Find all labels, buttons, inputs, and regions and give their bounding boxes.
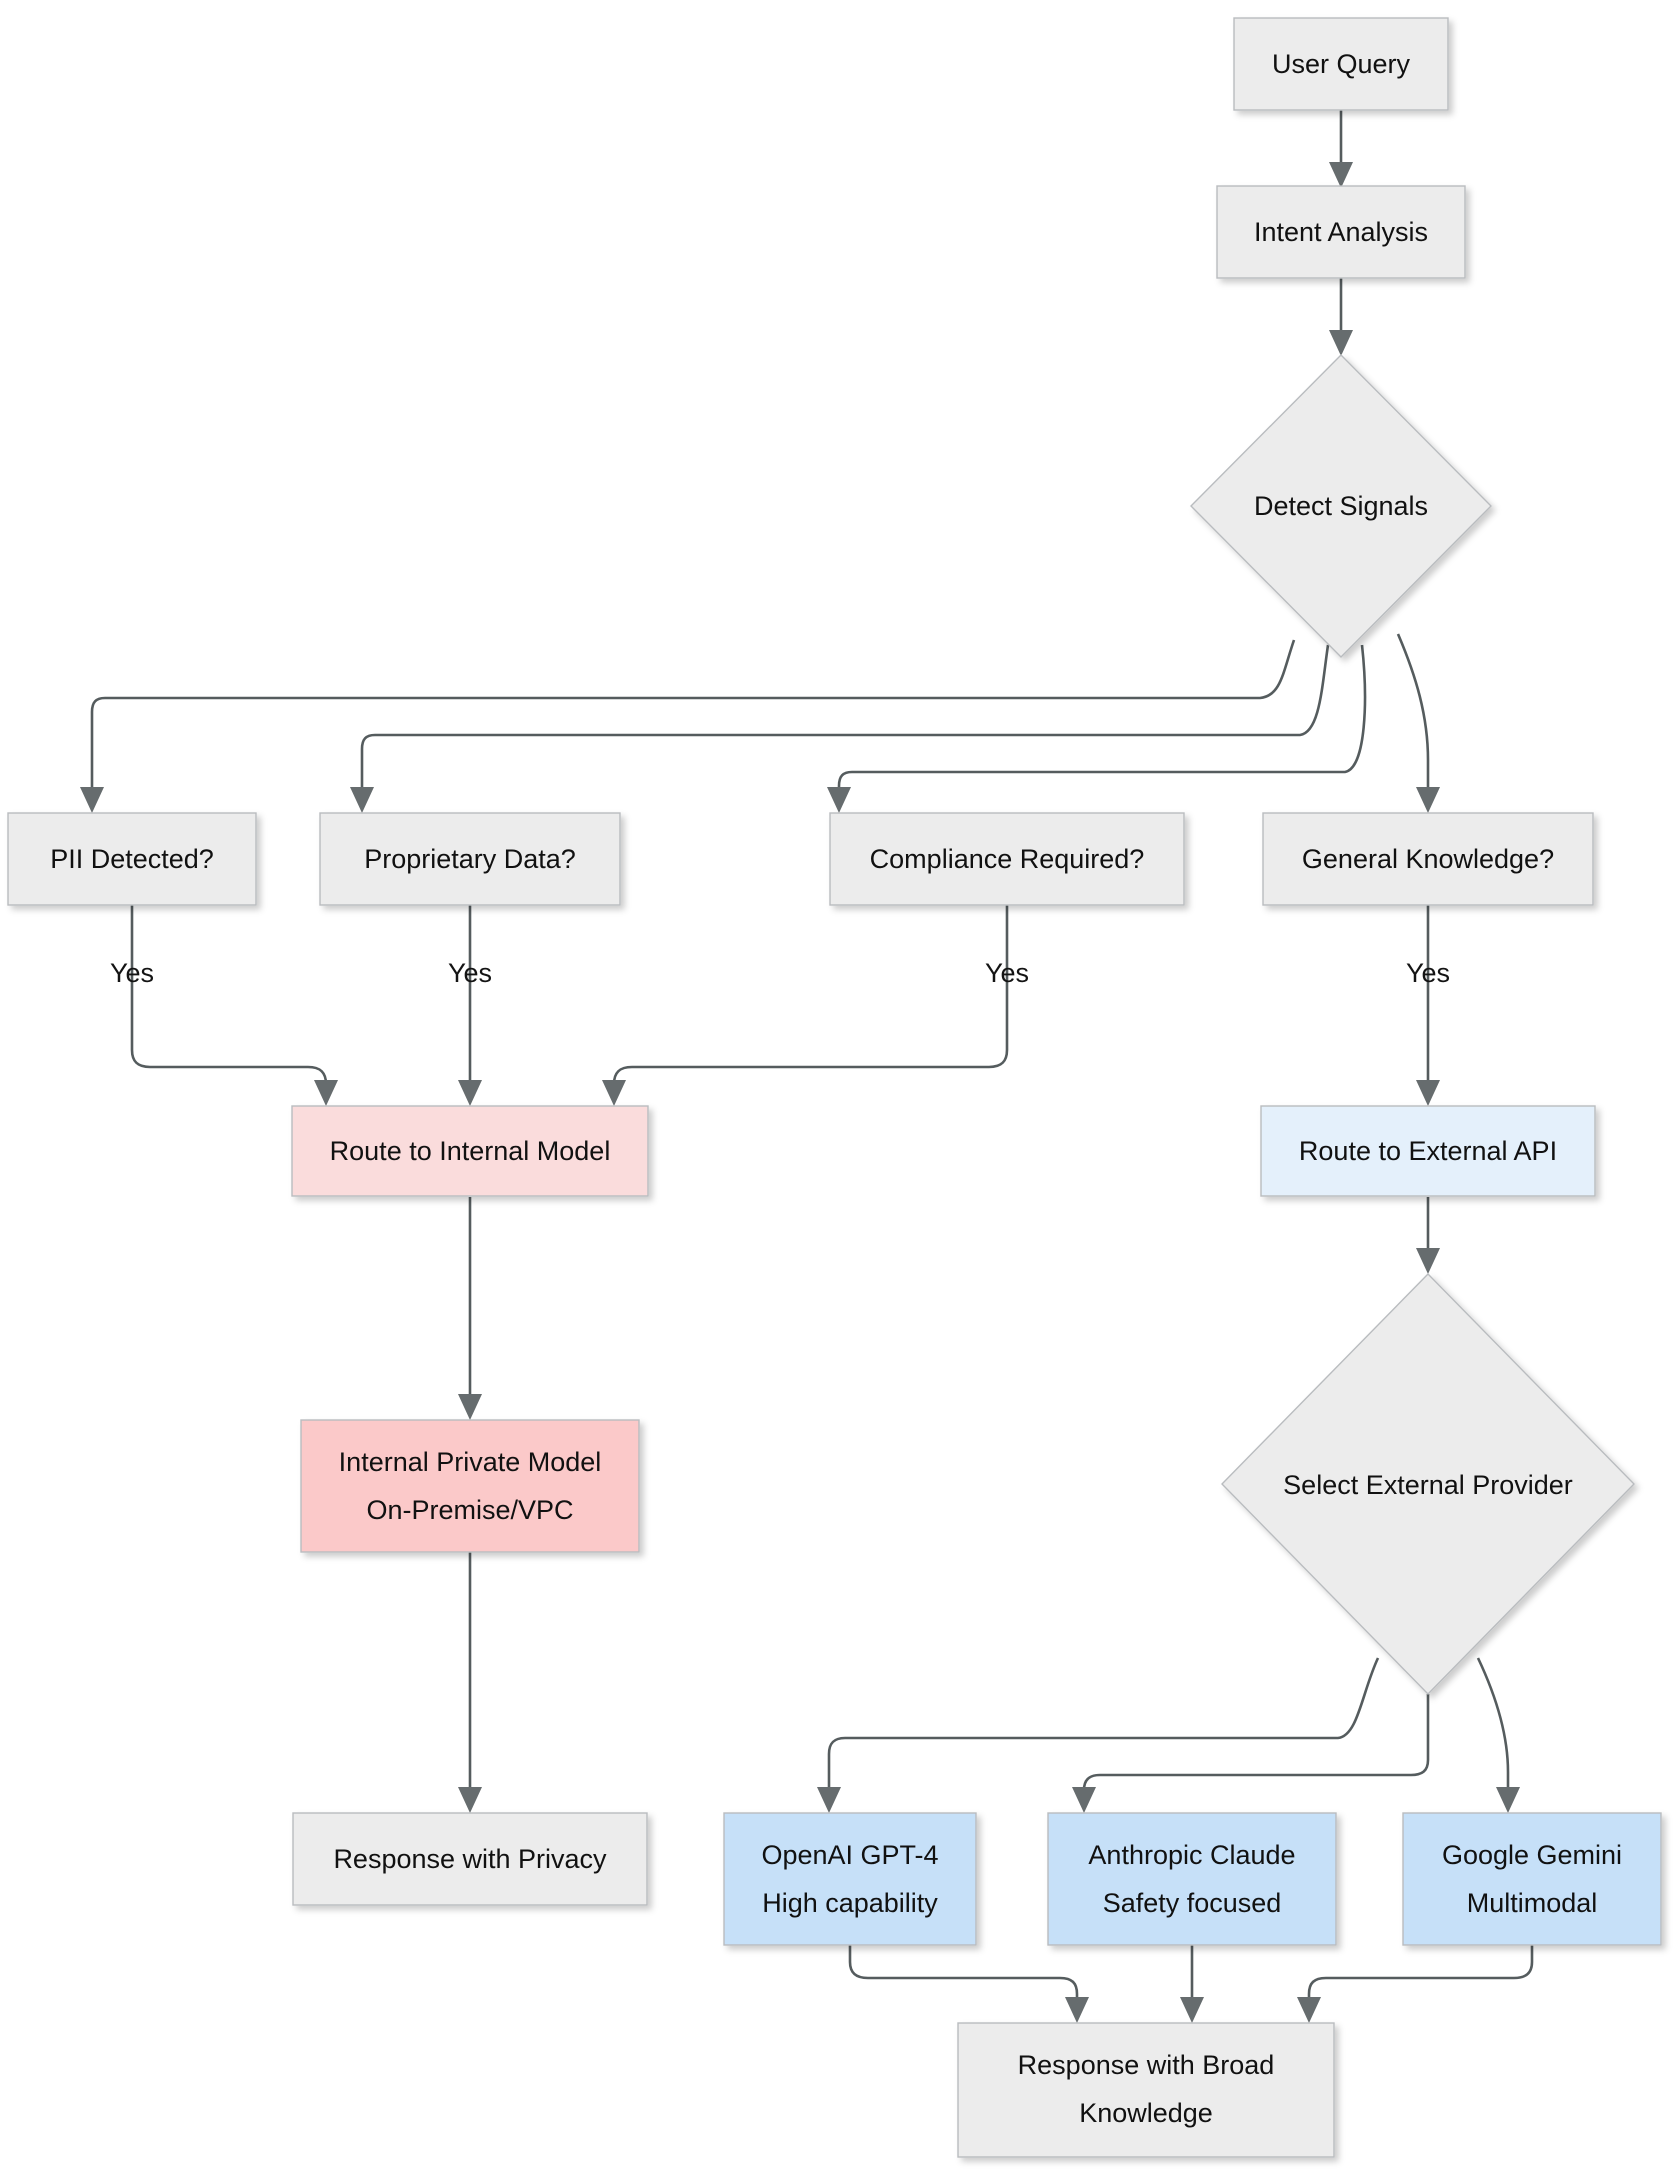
node-general-knowledge-label: General Knowledge? [1302, 844, 1554, 874]
node-pii-detected-label: PII Detected? [50, 844, 214, 874]
edge-internal-model-to-resp-privacy [458, 1552, 482, 1813]
edge-gemini-to-resp-broad [1297, 1945, 1534, 2023]
node-proprietary-data-label: Proprietary Data? [364, 844, 576, 874]
node-route-to-internal-model[interactable]: Route to Internal Model [291, 1105, 649, 1197]
edge-label-yes-compliance: Yes [985, 958, 1029, 988]
node-internal-private-model-line1: Internal Private Model [339, 1447, 602, 1477]
edge-detect-to-proprietary [350, 644, 1330, 813]
node-route-to-external-api[interactable]: Route to External API [1260, 1105, 1596, 1197]
node-select-external-provider-label: Select External Provider [1283, 1470, 1573, 1500]
node-layer: User Query Intent Analysis Detect Signal… [7, 17, 1662, 2158]
edge-user-query-to-intent [1329, 110, 1353, 188]
node-proprietary-data[interactable]: Proprietary Data? [319, 812, 621, 906]
node-pii-detected[interactable]: PII Detected? [7, 812, 257, 906]
edge-pii-to-route-internal [130, 905, 338, 1106]
edge-label-yes-general: Yes [1406, 958, 1450, 988]
node-anthropic-claude-line1: Anthropic Claude [1088, 1840, 1295, 1870]
node-route-to-external-api-label: Route to External API [1299, 1136, 1557, 1166]
edge-select-provider-to-gemini [1476, 1657, 1520, 1813]
node-compliance-required-label: Compliance Required? [870, 844, 1145, 874]
node-compliance-required[interactable]: Compliance Required? [829, 812, 1185, 906]
node-detect-signals-label: Detect Signals [1254, 491, 1428, 521]
edge-detect-to-compliance [827, 644, 1367, 813]
node-anthropic-claude[interactable]: Anthropic Claude Safety focused [1047, 1812, 1337, 1946]
edge-select-provider-to-anthropic [1072, 1694, 1430, 1813]
node-intent-analysis-label: Intent Analysis [1254, 217, 1428, 247]
edge-compliance-to-route-internal [602, 905, 1009, 1106]
edge-label-yes-proprietary: Yes [448, 958, 492, 988]
node-route-to-internal-model-label: Route to Internal Model [330, 1136, 611, 1166]
node-response-with-broad-knowledge-line1: Response with Broad [1018, 2050, 1275, 2080]
node-openai-gpt4-line1: OpenAI GPT-4 [761, 1840, 938, 1870]
node-response-with-broad-knowledge[interactable]: Response with Broad Knowledge [957, 2022, 1335, 2158]
node-internal-private-model-line2: On-Premise/VPC [366, 1495, 573, 1525]
node-user-query-label: User Query [1272, 49, 1411, 79]
edge-anthropic-to-resp-broad [1180, 1945, 1204, 2023]
edge-layer [80, 110, 1534, 2023]
node-detect-signals[interactable]: Detect Signals [1190, 354, 1492, 658]
edge-label-layer: Yes Yes Yes Yes [110, 958, 1450, 988]
node-google-gemini[interactable]: Google Gemini Multimodal [1402, 1812, 1662, 1946]
edge-general-to-route-external [1416, 905, 1440, 1106]
node-general-knowledge[interactable]: General Knowledge? [1262, 812, 1594, 906]
node-response-with-broad-knowledge-line2: Knowledge [1079, 2098, 1213, 2128]
node-openai-gpt4-line2: High capability [762, 1888, 938, 1918]
node-user-query[interactable]: User Query [1233, 17, 1449, 111]
edge-select-provider-to-openai [817, 1657, 1380, 1813]
edge-label-yes-pii: Yes [110, 958, 154, 988]
node-response-with-privacy[interactable]: Response with Privacy [292, 1812, 648, 1906]
node-response-with-privacy-label: Response with Privacy [333, 1844, 607, 1874]
node-openai-gpt4[interactable]: OpenAI GPT-4 High capability [723, 1812, 977, 1946]
node-anthropic-claude-line2: Safety focused [1103, 1888, 1282, 1918]
edge-openai-to-resp-broad [848, 1945, 1089, 2023]
edge-route-external-to-select-provider [1416, 1197, 1440, 1274]
edge-route-internal-to-internal-model [458, 1197, 482, 1420]
node-internal-private-model[interactable]: Internal Private Model On-Premise/VPC [300, 1419, 640, 1553]
node-select-external-provider[interactable]: Select External Provider [1221, 1273, 1635, 1695]
node-google-gemini-line1: Google Gemini [1442, 1840, 1622, 1870]
edge-detect-to-pii [80, 639, 1296, 813]
node-google-gemini-line2: Multimodal [1467, 1888, 1598, 1918]
edge-detect-to-general [1396, 633, 1440, 813]
edge-proprietary-to-route-internal [458, 905, 482, 1106]
edge-intent-to-detect [1329, 278, 1353, 356]
node-intent-analysis[interactable]: Intent Analysis [1216, 185, 1466, 279]
